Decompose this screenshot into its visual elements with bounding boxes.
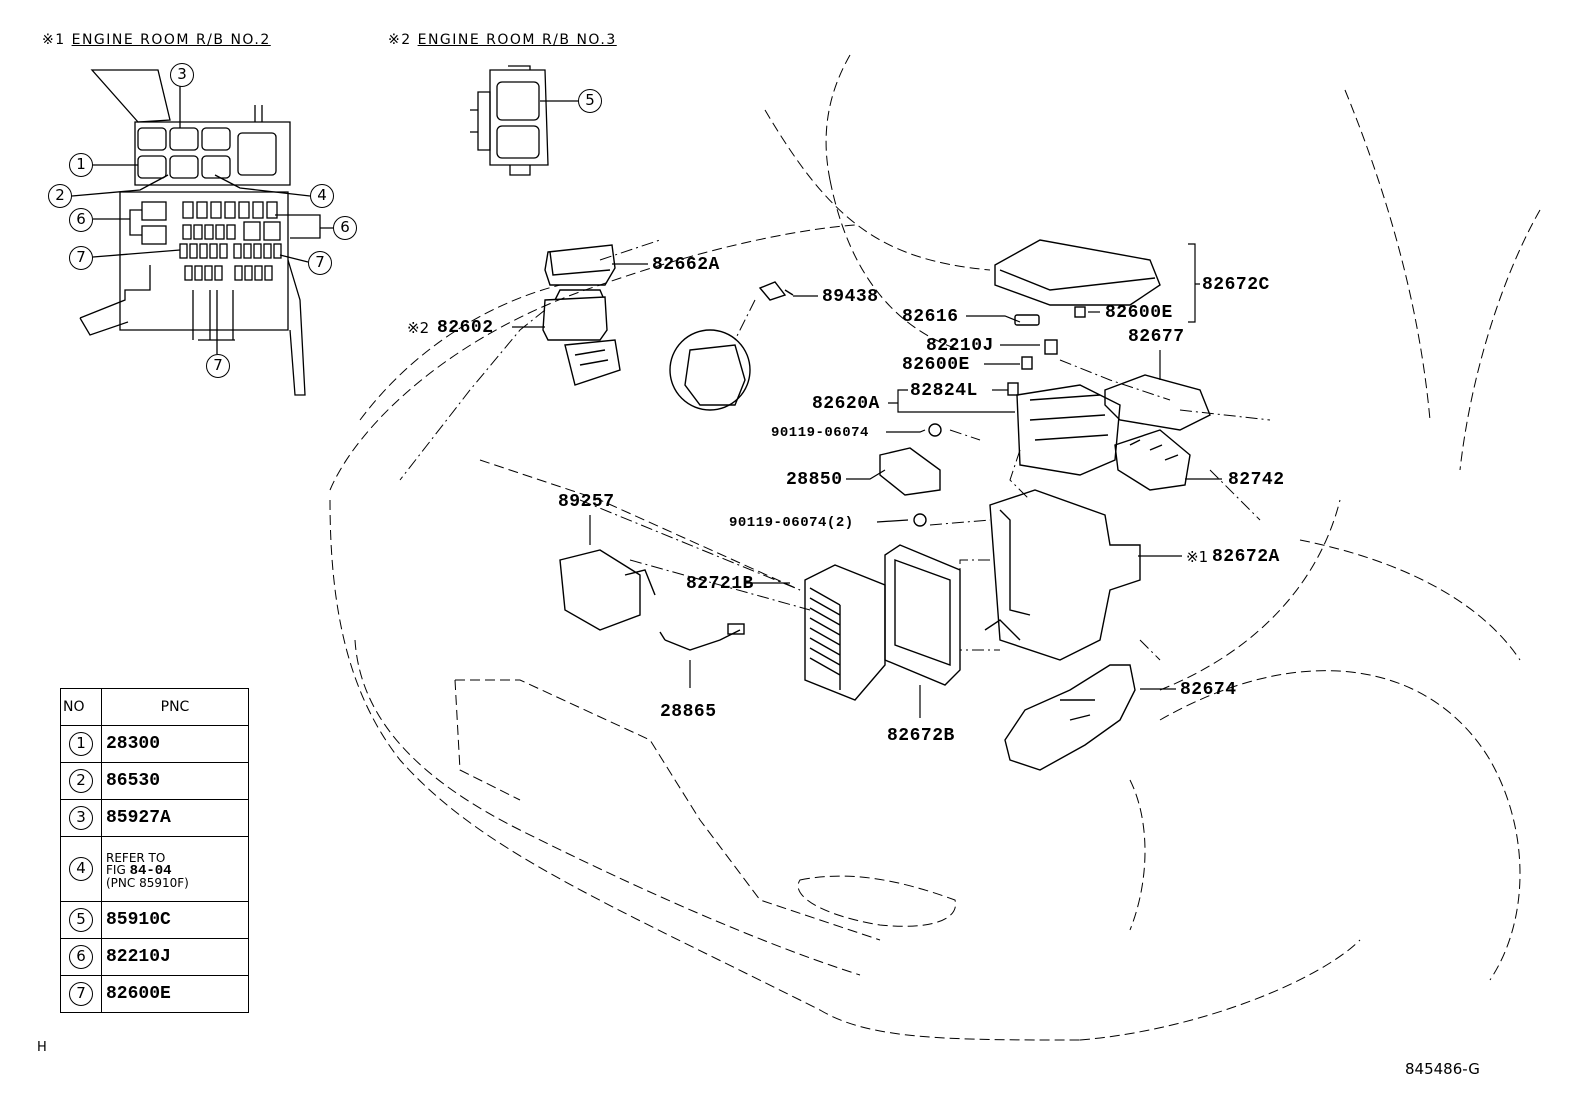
rb2-header-mark: ※1 [42, 32, 66, 48]
row-reference: REFER TO FIG 84-04 (PNC 85910F) [101, 836, 249, 902]
label-89438: 89438 [822, 287, 879, 307]
callout-7-right: 7 [308, 251, 332, 275]
callout-6-left: 6 [69, 208, 93, 232]
label-82600E-top: 82600E [1105, 303, 1173, 323]
row-pnc: 86530 [101, 762, 249, 800]
pnc-table-header-row: NO PNC [60, 688, 249, 726]
rb2-header: ※1 ENGINE ROOM R/B NO.2 [42, 32, 271, 48]
pnc-table-header-no: NO [60, 688, 102, 726]
callout-3: 3 [170, 63, 194, 87]
table-row: 2 86530 [60, 762, 249, 800]
row-pnc: 82210J [101, 938, 249, 976]
label-82602: 82602 [437, 318, 494, 338]
label-82662A: 82662A [652, 255, 720, 275]
row-number: 5 [69, 908, 93, 932]
label-82677: 82677 [1128, 327, 1185, 347]
callout-7-left: 7 [69, 246, 93, 270]
label-28865: 28865 [660, 702, 717, 722]
label-82672C: 82672C [1202, 275, 1270, 295]
label-28850: 28850 [786, 470, 843, 490]
callout-1: 1 [69, 153, 93, 177]
row-number: 3 [69, 806, 93, 830]
vehicle-outline [329, 54, 1541, 1041]
label-82602-mark: ※2 [407, 319, 430, 337]
row-pnc: 82600E [101, 975, 249, 1013]
callout-4: 4 [310, 184, 334, 208]
pnc-table: NO PNC 1 28300 2 86530 3 85927A 4 REFER … [60, 688, 249, 1013]
label-82210J: 82210J [926, 336, 994, 356]
callout-2: 2 [48, 184, 72, 208]
table-row: 1 28300 [60, 725, 249, 763]
label-90119-06074-2: 90119-06074(2) [729, 515, 854, 531]
ref-line-2: FIG 84-04 [106, 862, 248, 879]
label-90119-06074: 90119-06074 [771, 425, 869, 441]
row-pnc: 85927A [101, 799, 249, 837]
part-glyphs [542, 239, 1211, 771]
row-number: 7 [69, 982, 93, 1006]
ref-line-1: REFER TO [106, 850, 166, 865]
label-82721B: 82721B [686, 574, 754, 594]
rb3-inset-drawing [470, 65, 578, 176]
label-82616: 82616 [902, 307, 959, 327]
figure-code: 845486-G [1405, 1060, 1480, 1078]
ref-line-3: (PNC 85910F) [106, 875, 189, 890]
label-82742: 82742 [1228, 470, 1285, 490]
label-82672A: 82672A [1212, 547, 1280, 567]
row-pnc: 85910C [101, 901, 249, 939]
label-82824L: 82824L [910, 381, 978, 401]
rb2-inset-drawing [71, 69, 333, 396]
table-row: 5 85910C [60, 901, 249, 939]
label-82620A: 82620A [812, 394, 880, 414]
rb3-header-mark: ※2 [388, 32, 412, 48]
row-number: 2 [69, 769, 93, 793]
ref-fig-prefix: FIG [106, 862, 126, 877]
row-number: 4 [69, 857, 93, 881]
row-number: 1 [69, 732, 93, 756]
table-row: 4 REFER TO FIG 84-04 (PNC 85910F) [60, 836, 249, 902]
pnc-table-header-pnc: PNC [101, 688, 249, 726]
label-82672B: 82672B [887, 726, 955, 746]
corner-mark: H [37, 1040, 47, 1055]
callout-6-right: 6 [333, 216, 357, 240]
rb3-header: ※2 ENGINE ROOM R/B NO.3 [388, 32, 617, 48]
table-row: 7 82600E [60, 975, 249, 1013]
rb2-header-title: ENGINE ROOM R/B NO.2 [71, 32, 271, 48]
table-row: 3 85927A [60, 799, 249, 837]
row-number: 6 [69, 945, 93, 969]
label-82600E-mid: 82600E [902, 355, 970, 375]
table-row: 6 82210J [60, 938, 249, 976]
rb3-header-title: ENGINE ROOM R/B NO.3 [417, 32, 617, 48]
callout-5: 5 [578, 89, 602, 113]
ref-fig-number: 84-04 [129, 862, 172, 879]
label-82672A-mark: ※1 [1186, 548, 1209, 566]
row-pnc: 28300 [101, 725, 249, 763]
label-89257: 89257 [558, 492, 615, 512]
callout-7-bottom: 7 [206, 354, 230, 378]
label-82674: 82674 [1180, 680, 1237, 700]
